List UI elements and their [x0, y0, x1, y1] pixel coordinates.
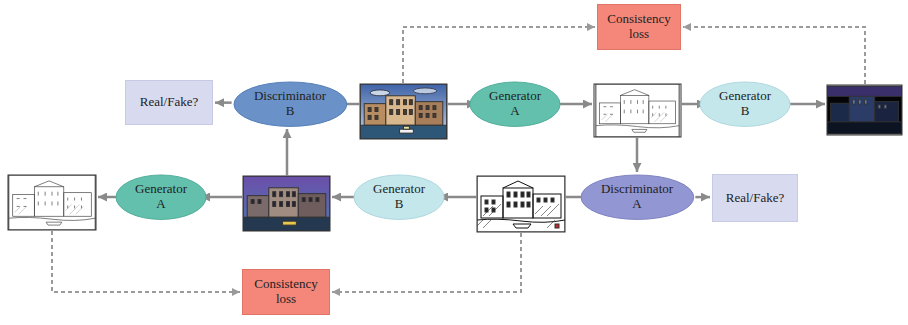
flow-arrow — [286, 129, 289, 176]
dashed-arrow — [52, 231, 240, 292]
ellipse-shape — [354, 175, 444, 219]
node-text: Real/Fake? — [140, 95, 198, 110]
dark-image — [827, 86, 902, 134]
node-label: Discriminator A — [598, 182, 676, 212]
ellipse-shape — [700, 82, 790, 126]
flow-arrow — [439, 196, 477, 199]
node-text: Consistency loss — [251, 277, 321, 307]
dashed-arrow — [332, 233, 521, 292]
sketch-image — [477, 176, 565, 232]
node-label: Real/Fake? — [726, 191, 784, 206]
discriminator-ellipse: Discriminator A — [580, 174, 695, 220]
node-label: Consistency loss — [251, 277, 321, 307]
generator-ellipse: Generator A — [115, 174, 207, 220]
ellipse-shape — [116, 175, 206, 219]
node-text: Generator A — [484, 89, 546, 119]
generator-ellipse: Generator B — [353, 174, 445, 220]
connector-arrow — [215, 101, 232, 104]
output-box: Real/Fake? — [712, 174, 798, 222]
loss-box: Consistency loss — [597, 4, 681, 50]
node-text: Real/Fake? — [726, 191, 784, 206]
node-label: Generator B — [714, 89, 776, 119]
photo-image — [360, 84, 446, 139]
node-label: Consistency loss — [604, 12, 674, 42]
ellipse-shape — [470, 82, 560, 126]
node-label: Real/Fake? — [140, 95, 198, 110]
ellipse-shape — [581, 175, 694, 219]
flow-arrow — [636, 137, 639, 172]
node-label: Generator A — [484, 89, 546, 119]
node-text: Generator A — [130, 182, 192, 212]
node-text: Discriminator A — [598, 182, 676, 212]
dashed-arrow — [683, 27, 865, 84]
node-label: Generator B — [368, 182, 430, 212]
node-text: Discriminator B — [251, 89, 329, 119]
sketch-image — [596, 84, 679, 137]
sketch-image — [9, 175, 95, 230]
photo-image — [243, 176, 329, 231]
generator-ellipse: Generator B — [699, 81, 791, 127]
generator-ellipse: Generator A — [469, 81, 561, 127]
loss-box: Consistency loss — [242, 269, 330, 315]
output-box: Real/Fake? — [125, 80, 213, 125]
consistency-lines — [52, 27, 865, 292]
connector-arrow — [695, 196, 710, 199]
node-text: Generator B — [368, 182, 430, 212]
node-text: Consistency loss — [604, 12, 674, 42]
node-text: Generator B — [714, 89, 776, 119]
discriminator-ellipse: Discriminator B — [233, 81, 348, 127]
dashed-arrow — [403, 27, 595, 83]
node-label: Generator A — [130, 182, 192, 212]
node-label: Discriminator B — [251, 89, 329, 119]
flow-arrow — [201, 196, 243, 199]
ellipse-shape — [234, 82, 347, 126]
